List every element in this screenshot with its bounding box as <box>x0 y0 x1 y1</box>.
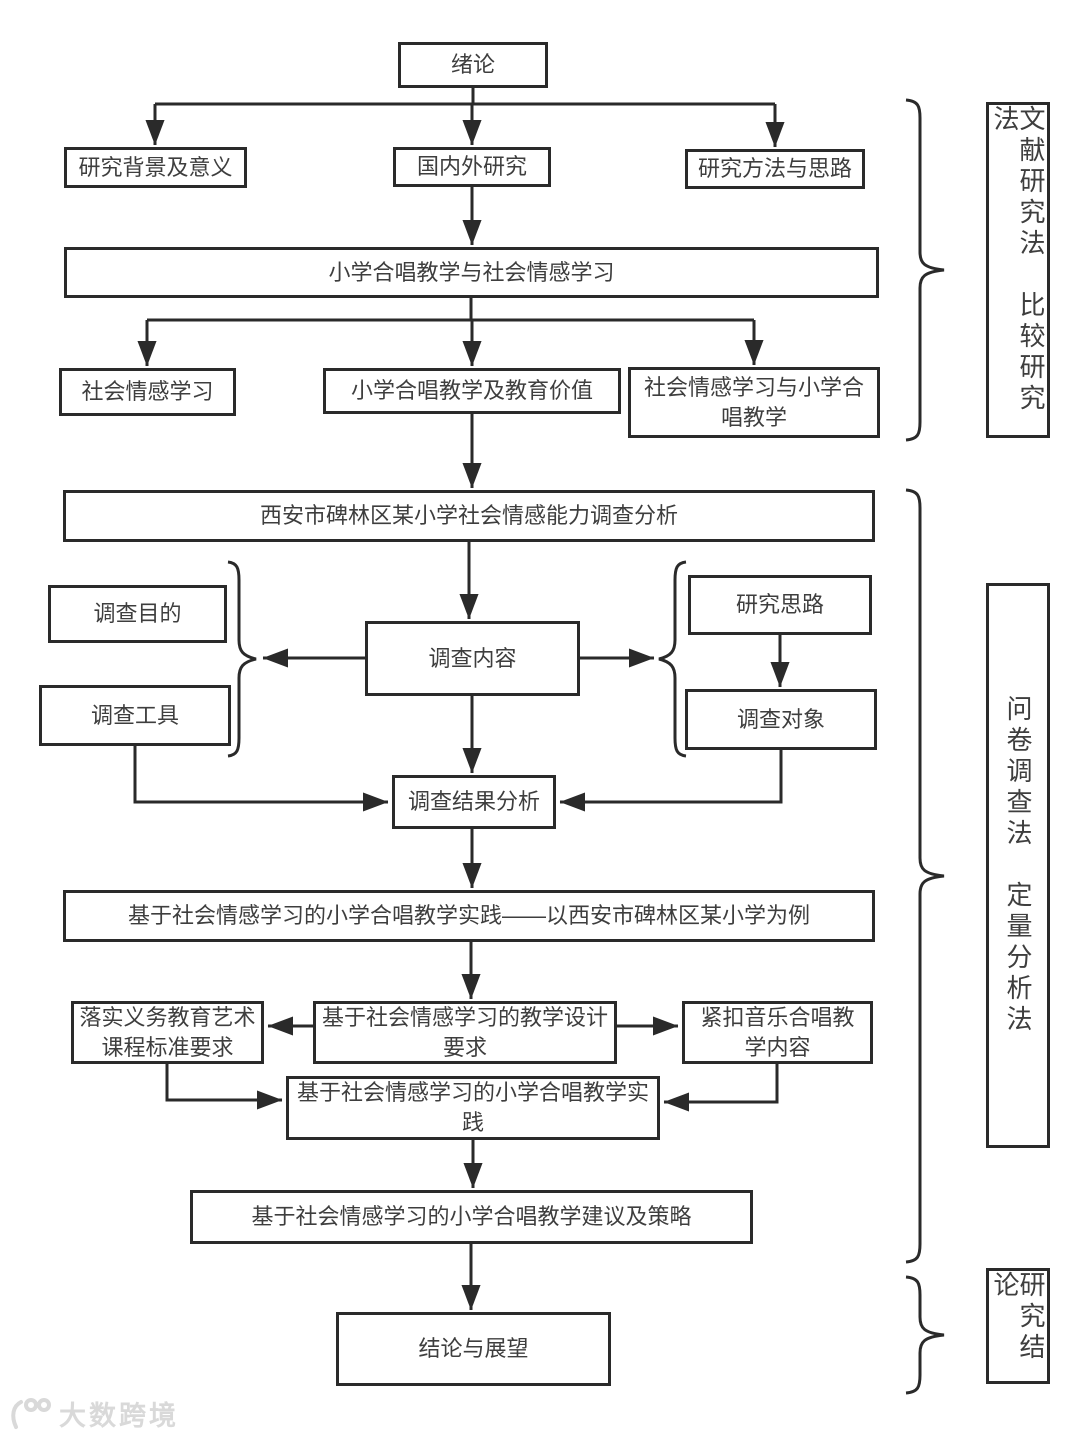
node-research-idea: 研究思路 <box>688 575 872 635</box>
side-label-questionnaire-text: 问卷调查法 定量分析法 <box>1003 695 1033 1036</box>
side-label-literature-text: 文献研究法 比较研究法 <box>990 105 1046 415</box>
node-research-methods: 研究方法与思路 <box>685 149 865 189</box>
node-practice-case: 基于社会情感学习的小学合唱教学实践——以西安市碑林区某小学为例 <box>63 890 875 942</box>
node-survey-purpose: 调查目的 <box>48 585 227 643</box>
node-music-content: 紧扣音乐合唱教学内容 <box>682 1001 873 1064</box>
watermark-text: 大数跨境 <box>59 1400 179 1431</box>
node-survey-tool: 调查工具 <box>39 685 231 746</box>
connector <box>165 1064 283 1110</box>
connector <box>663 1064 779 1112</box>
side-label-literature-method: 文献研究法 比较研究法 <box>986 102 1050 438</box>
node-domestic-research: 国内外研究 <box>393 147 551 187</box>
watermark: 大数跨境 <box>8 1394 179 1432</box>
brand-logo-icon <box>11 1398 51 1429</box>
brace-survey-right <box>658 560 687 758</box>
node-suggestion: 基于社会情感学习的小学合唱教学建议及策略 <box>190 1190 753 1244</box>
connector <box>133 746 389 812</box>
side-label-conclusion-text: 研究结论 <box>990 1271 1046 1364</box>
side-label-questionnaire-method: 问卷调查法 定量分析法 <box>986 583 1050 1148</box>
node-conclusion: 结论与展望 <box>336 1312 611 1386</box>
brace-literature <box>905 98 945 442</box>
node-research-background: 研究背景及意义 <box>64 147 247 188</box>
node-curriculum-standard: 落实义务教育艺术课程标准要求 <box>71 1001 264 1064</box>
side-label-research-conclusion: 研究结论 <box>986 1268 1050 1384</box>
node-survey-object: 调查对象 <box>685 689 877 750</box>
brace-survey-left <box>227 560 257 758</box>
connector <box>559 750 783 812</box>
node-teaching-design: 基于社会情感学习的教学设计要求 <box>313 1001 617 1064</box>
brace-questionnaire <box>905 488 945 1264</box>
node-survey-analysis: 西安市碑林区某小学社会情感能力调查分析 <box>63 490 875 542</box>
node-choral-sel: 小学合唱教学与社会情感学习 <box>64 247 879 298</box>
node-teaching-value: 小学合唱教学及教育价值 <box>323 368 621 414</box>
node-survey-result: 调查结果分析 <box>392 775 556 829</box>
node-survey-content: 调查内容 <box>365 621 580 696</box>
node-sel: 社会情感学习 <box>59 368 236 416</box>
node-teaching-practice: 基于社会情感学习的小学合唱教学实践 <box>286 1076 660 1140</box>
node-sel-and-choral: 社会情感学习与小学合唱教学 <box>628 367 880 438</box>
brace-conclusion <box>905 1275 945 1395</box>
node-intro: 绪论 <box>398 42 548 88</box>
